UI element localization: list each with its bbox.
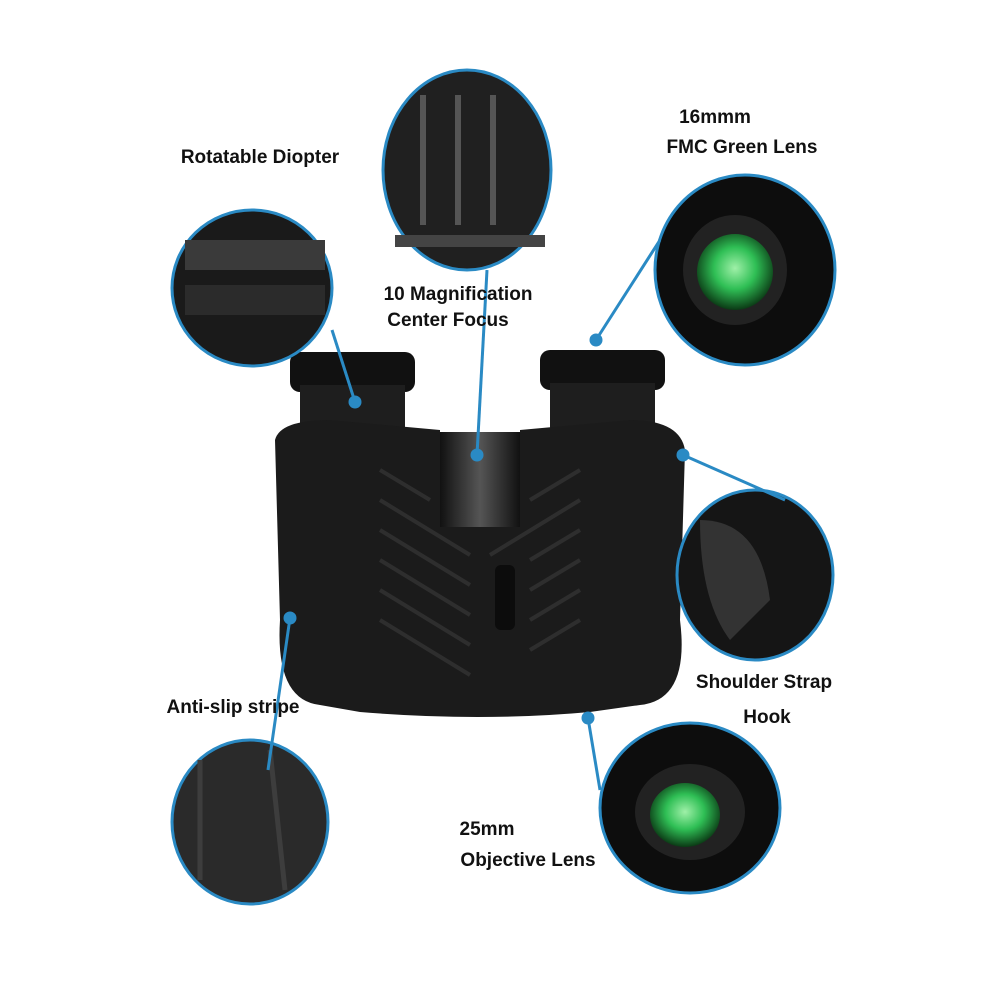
anti-slip-label: Anti-slip stripe [166,697,300,718]
magnification-label: 10 Magnification [383,284,533,305]
objective-size-label: 25mm [459,819,515,840]
center-focus-label: Center Focus [387,310,509,331]
objective-lens-label: Objective Lens [460,850,596,871]
eyepiece-size-label: 16mmm [679,107,751,128]
leader-lines [266,239,786,791]
green-lens-icon [697,234,773,310]
shoulder-strap-label: Shoulder Strap [695,672,833,693]
diopter-label: Rotatable Diopter [180,147,340,168]
hook-label: Hook [743,707,791,728]
binocular-body [275,350,685,717]
eyepiece-lens-label: FMC Green Lens [666,137,818,158]
grip-detail-circle [170,738,330,906]
